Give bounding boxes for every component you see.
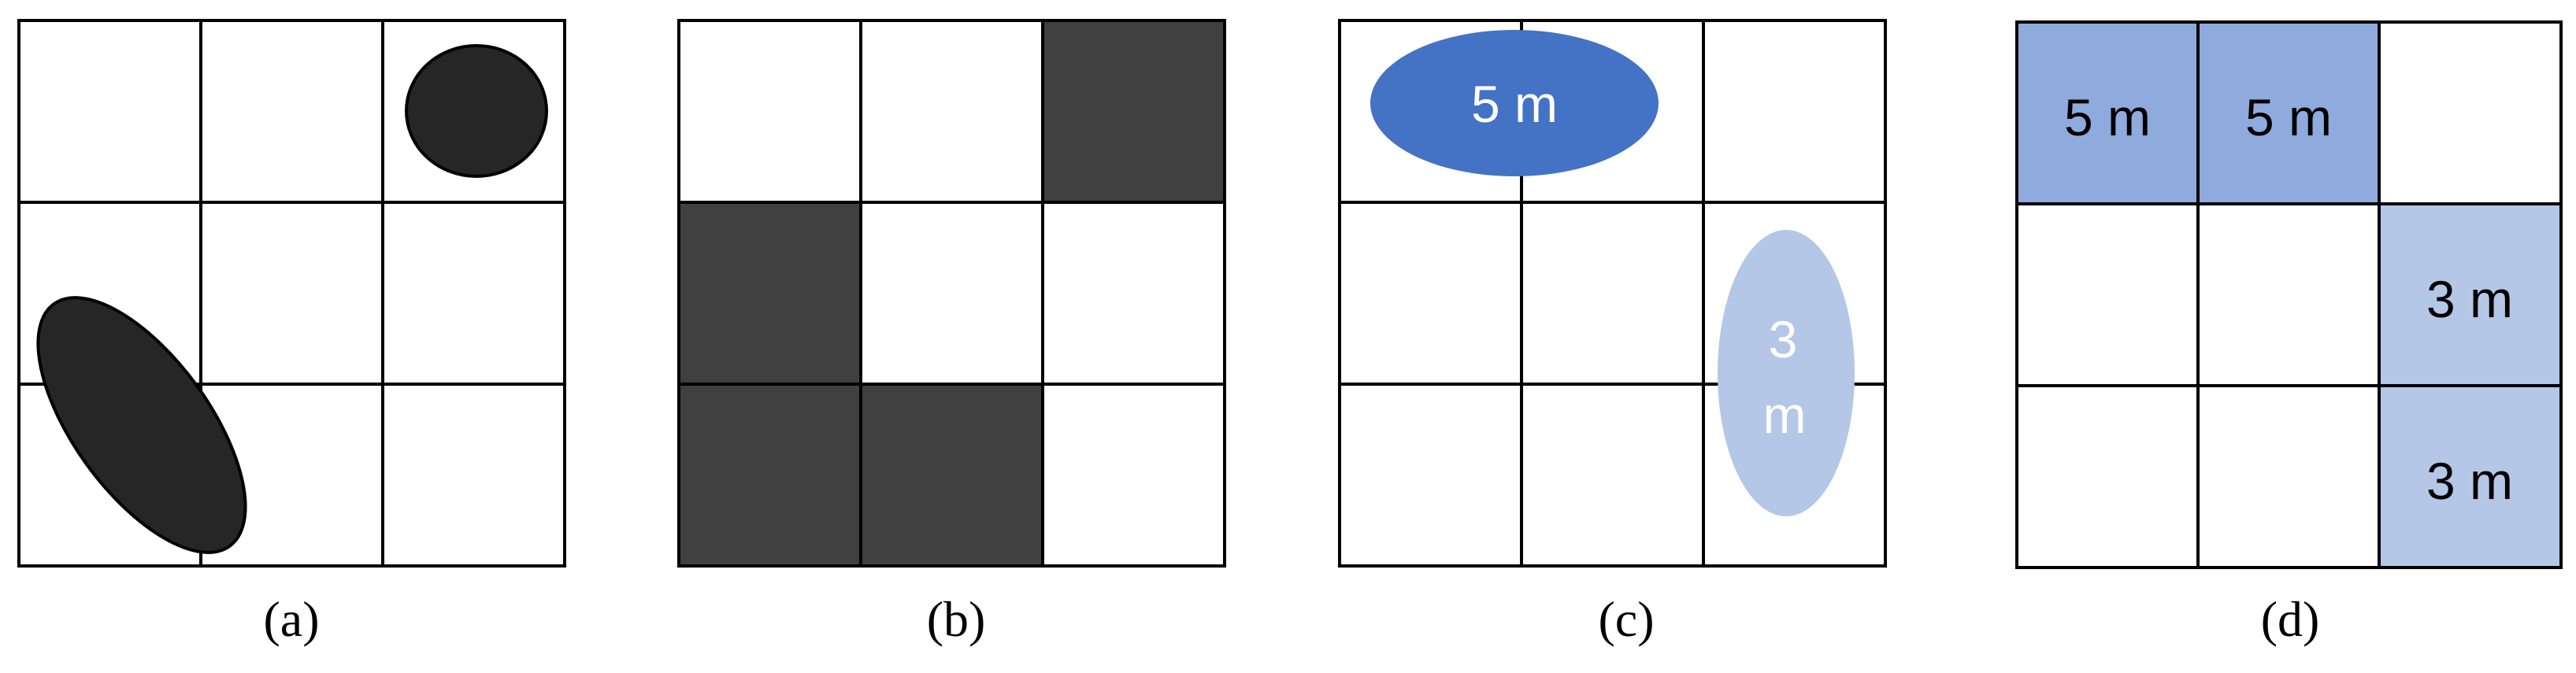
panel-d-cell-r0c1-label: 5 m (2245, 88, 2332, 146)
panel-a-caption: (a) (263, 591, 319, 647)
panel-d-cell-r1c2-label: 3 m (2426, 270, 2513, 328)
panel-b: (b) (677, 19, 1226, 647)
panel-d-cell-r0c0 (2017, 22, 2198, 204)
panel-b-cell-r1c0 (679, 202, 861, 384)
panel-d-cell-r1c2 (2379, 204, 2561, 386)
panel-d-cell-r2c2-label: 3 m (2426, 452, 2513, 510)
panel-a-tilted-ellipse-shape (36, 296, 247, 554)
panel-d-cell-r0c0-label: 5 m (2064, 88, 2151, 146)
panel-a-circle-shape (405, 44, 548, 178)
panel-b-cell-r0c2 (1043, 20, 1225, 202)
panel-c-5m-label: 5 m (1471, 75, 1558, 133)
panel-b-caption: (b) (927, 591, 986, 647)
panel-d-cell-r2c2 (2379, 386, 2561, 568)
panel-b-grid (677, 19, 1226, 568)
panel-c-caption: (c) (1598, 591, 1654, 647)
panel-a: (a) (17, 19, 566, 647)
panel-d-filled-cells (2017, 22, 2561, 568)
panel-d-caption: (d) (2261, 591, 2320, 647)
panel-c-3m-label-line1: 3 (1769, 310, 1798, 368)
panel-b-filled-cells (679, 20, 1225, 566)
panel-c-5m-ellipse-shape (1370, 30, 1659, 176)
panel-c-3m-label-line2: m (1763, 386, 1807, 444)
panel-c-3m-ellipse-shape (1718, 230, 1855, 516)
panel-d-cell-r0c1 (2198, 22, 2379, 204)
panel-d-grid (2015, 20, 2563, 569)
panel-c-grid (1338, 19, 1887, 568)
panel-c: 5 m 3 m (c) (1338, 19, 1887, 647)
panel-d: 5 m 5 m 3 m 3 m (d) (2015, 20, 2563, 647)
panel-b-cell-r2c1 (861, 384, 1043, 566)
panel-b-cell-r2c0 (679, 384, 861, 566)
